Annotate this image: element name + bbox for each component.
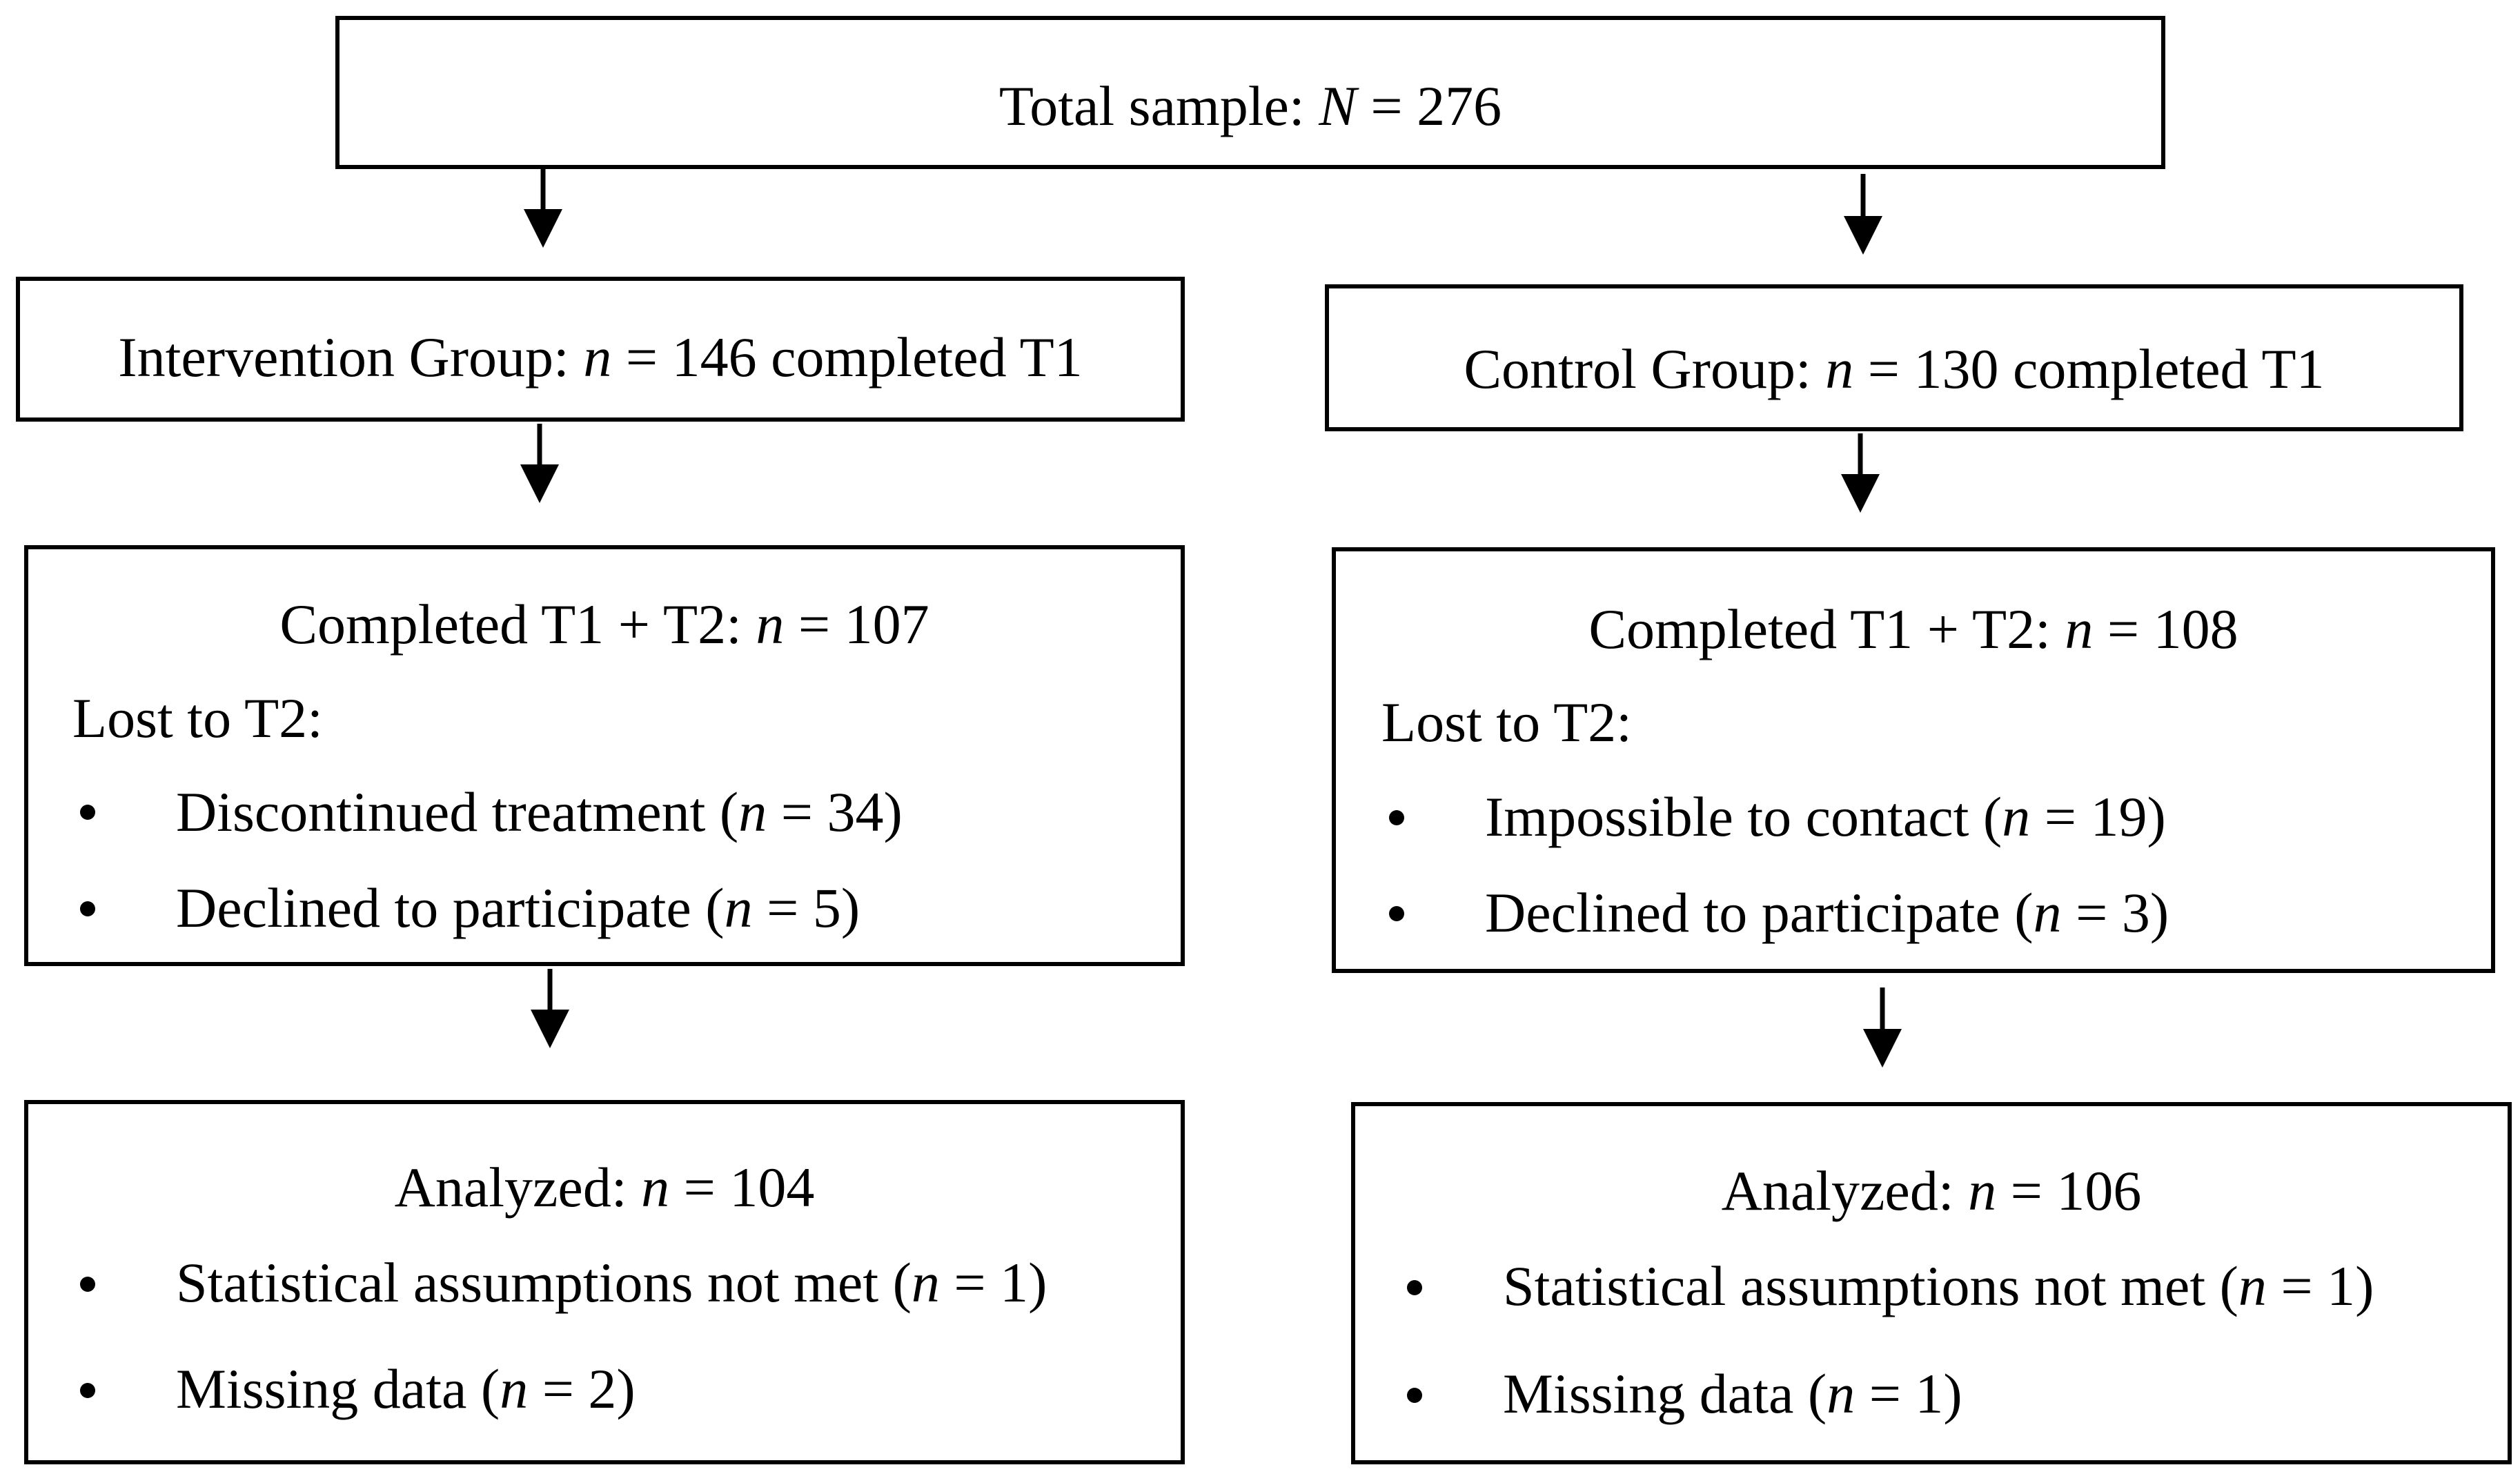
control-analyzed-item: Missing data (n = 1) [1503,1362,1962,1425]
control-completed-box: Completed T1 + T2: n = 108 Lost to T2: I… [1332,547,2495,973]
bullet [1407,1280,1422,1295]
intervention-completed-text: Completed T1 + T2: n = 107 [279,593,929,656]
total-sample-box: Total sample: N = 276 [335,16,2165,169]
intervention-lost-heading: Lost to T2: [72,687,323,749]
intervention-group-text: Intervention Group: n = 146 completed T1 [118,326,1083,389]
control-lost-heading: Lost to T2: [1381,691,1632,754]
intervention-analyzed-item: Statistical assumptions not met (n = 1) [176,1251,1047,1314]
bullet [80,901,95,916]
control-group-box: Control Group: n = 130 completed T1 [1325,284,2463,431]
bullet [1407,1388,1422,1403]
control-completed-text: Completed T1 + T2: n = 108 [1588,598,2238,660]
bullet [80,805,95,820]
control-group-text: Control Group: n = 130 completed T1 [1464,337,2325,400]
control-lost-item: Impossible to contact (n = 19) [1485,785,2166,848]
bullet [1389,810,1404,825]
intervention-analyzed-text: Analyzed: n = 104 [394,1156,815,1219]
intervention-completed-box: Completed T1 + T2: n = 107 Lost to T2: D… [24,545,1185,966]
bullet [80,1383,95,1398]
bullet [80,1277,95,1292]
intervention-lost-item: Discontinued treatment (n = 34) [176,780,903,843]
bullet [1389,906,1404,921]
control-analyzed-text: Analyzed: n = 106 [1721,1159,2142,1222]
intervention-lost-item: Declined to participate (n = 5) [176,876,860,939]
control-analyzed-box: Analyzed: n = 106 Statistical assumption… [1351,1102,2512,1464]
intervention-group-box: Intervention Group: n = 146 completed T1 [16,277,1185,422]
total-sample-text: Total sample: N = 276 [998,75,1502,137]
intervention-analyzed-box: Analyzed: n = 104 Statistical assumption… [24,1100,1185,1464]
control-lost-item: Declined to participate (n = 3) [1485,881,2169,944]
intervention-analyzed-item: Missing data (n = 2) [176,1357,636,1420]
control-analyzed-item: Statistical assumptions not met (n = 1) [1503,1255,2374,1317]
